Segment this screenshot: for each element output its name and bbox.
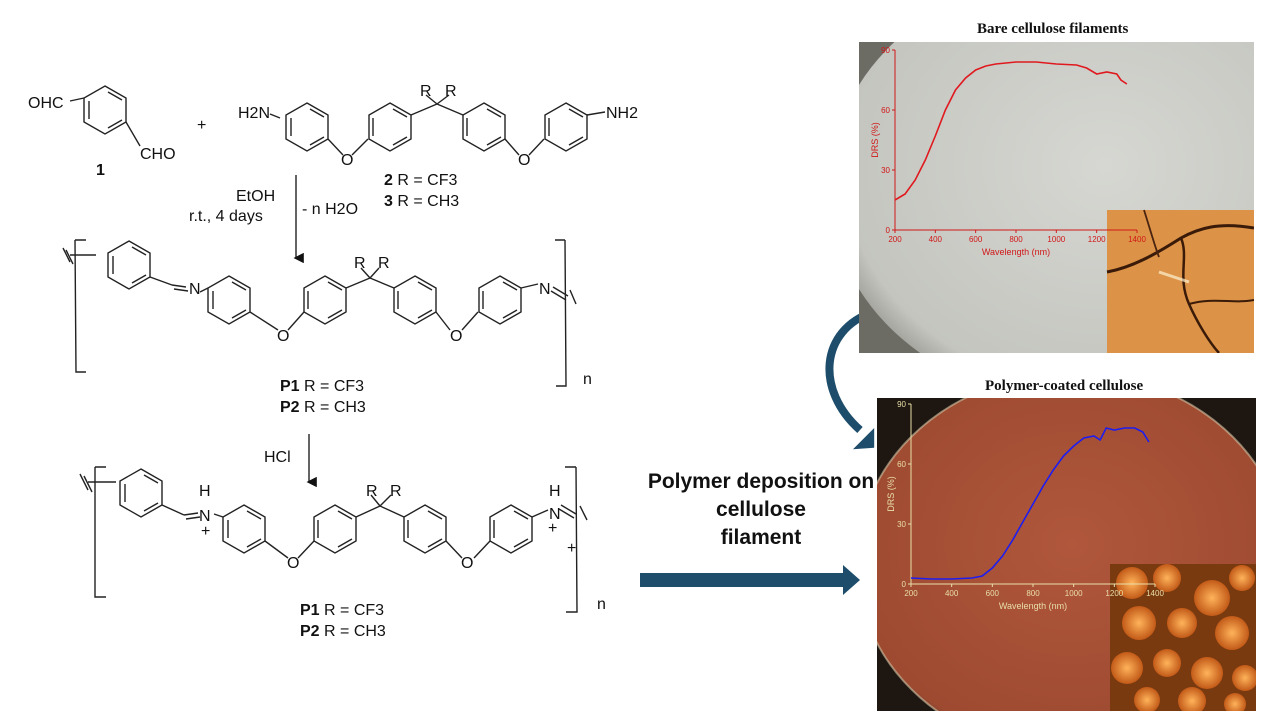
cho-group-right: CHO	[140, 146, 176, 163]
x-tick-label: 1000	[1047, 235, 1065, 244]
nitrogen-atom: N	[549, 506, 561, 523]
oxygen-atom: O	[277, 328, 289, 345]
bare-afm-inset	[1106, 209, 1254, 353]
x-tick-label: 1400	[1146, 589, 1164, 598]
oxygen-atom: O	[287, 555, 299, 572]
drs-series-line	[894, 61, 1128, 201]
y-tick-label: 60	[897, 460, 906, 469]
r-group: R	[354, 255, 366, 272]
plus-sign: +	[197, 117, 206, 134]
y-tick-label: 0	[902, 580, 907, 589]
oxygen-atom: O	[518, 152, 530, 169]
repeat-unit-n: n	[583, 371, 592, 388]
hydrogen-atom: H	[549, 483, 561, 500]
coated-drs-chart: 200 400 600 800 1000 1200 1400 0 30 60 90Wavelengt…	[886, 400, 1164, 611]
oxygen-atom: O	[450, 328, 462, 345]
x-tick-label: 600	[986, 589, 1000, 598]
deposition-line-2: cellulose	[716, 498, 806, 521]
drs-series-line	[910, 427, 1150, 580]
amine-right: NH2	[606, 105, 638, 122]
variant-2: 2 R = CF3	[384, 172, 457, 189]
coated-panel-title: Polymer-coated cellulose	[985, 378, 1144, 394]
x-tick-label: 1000	[1065, 589, 1083, 598]
x-tick-label: 200	[904, 589, 918, 598]
water-loss-label: - n H2O	[302, 201, 358, 218]
deposition-line-1: Polymer deposition on	[647, 470, 875, 493]
y-axis-label: DRS (%)	[870, 122, 880, 158]
nitrogen-atom: N	[199, 508, 211, 525]
y-axis-label: DRS (%)	[886, 476, 896, 512]
polymer-p2: P2 R = CH3	[300, 623, 386, 640]
deposition-caption: Polymer deposition on cellulose filament	[632, 468, 890, 552]
r-group: R	[378, 255, 390, 272]
x-tick-label: 600	[969, 235, 983, 244]
amine-left: H2N	[238, 105, 270, 122]
r-group: R	[445, 83, 457, 100]
cho-group-left: OHC	[28, 95, 64, 112]
nitrogen-atom: N	[189, 281, 201, 298]
r-group: R	[420, 83, 432, 100]
y-tick-label: 60	[881, 106, 890, 115]
acid-reagent: HCl	[264, 449, 291, 466]
x-tick-label: 1200	[1088, 235, 1106, 244]
variant-3: 3 R = CH3	[384, 193, 459, 210]
x-tick-label: 800	[1009, 235, 1023, 244]
x-tick-label: 1200	[1105, 589, 1123, 598]
oxygen-atom: O	[461, 555, 473, 572]
solvent-label: EtOH	[236, 188, 275, 205]
y-tick-label: 90	[881, 46, 890, 55]
y-tick-label: 0	[886, 226, 891, 235]
hydrogen-atom: H	[199, 483, 211, 500]
x-axis-label: Wavelength (nm)	[999, 601, 1067, 611]
coated-afm-inset	[1110, 564, 1256, 711]
positive-charge: +	[201, 523, 210, 540]
deposition-arrow	[640, 565, 860, 595]
polymer-p2: P2 R = CH3	[280, 399, 366, 416]
nitrogen-atom: N	[539, 281, 551, 298]
x-tick-label: 200	[888, 235, 902, 244]
bare-drs-chart: 200 400 600 800 1000 1200 1400 0 30 60 90Wavelengt…	[870, 46, 1146, 257]
polymer-p1: P1 R = CF3	[280, 378, 364, 395]
molecule-structures	[62, 85, 606, 613]
oxygen-atom: O	[341, 152, 353, 169]
y-tick-label: 90	[897, 400, 906, 409]
compound-number: 1	[96, 162, 105, 179]
x-tick-label: 1400	[1128, 235, 1146, 244]
x-tick-label: 800	[1026, 589, 1040, 598]
transform-arrow-head	[852, 427, 875, 450]
x-tick-label: 400	[929, 235, 943, 244]
conditions-label: r.t., 4 days	[189, 208, 263, 225]
positive-charge: +	[548, 520, 557, 537]
transform-arrow	[825, 308, 875, 433]
bare-panel-title: Bare cellulose filaments	[977, 21, 1129, 37]
x-axis-label: Wavelength (nm)	[982, 247, 1050, 257]
positive-charge: +	[567, 540, 576, 557]
y-tick-label: 30	[897, 520, 906, 529]
polymer-p1: P1 R = CF3	[300, 602, 384, 619]
repeat-unit-n: n	[597, 596, 606, 613]
r-group: R	[366, 483, 378, 500]
x-tick-label: 400	[945, 589, 959, 598]
y-tick-label: 30	[881, 166, 890, 175]
r-group: R	[390, 483, 402, 500]
deposition-line-3: filament	[720, 526, 802, 549]
